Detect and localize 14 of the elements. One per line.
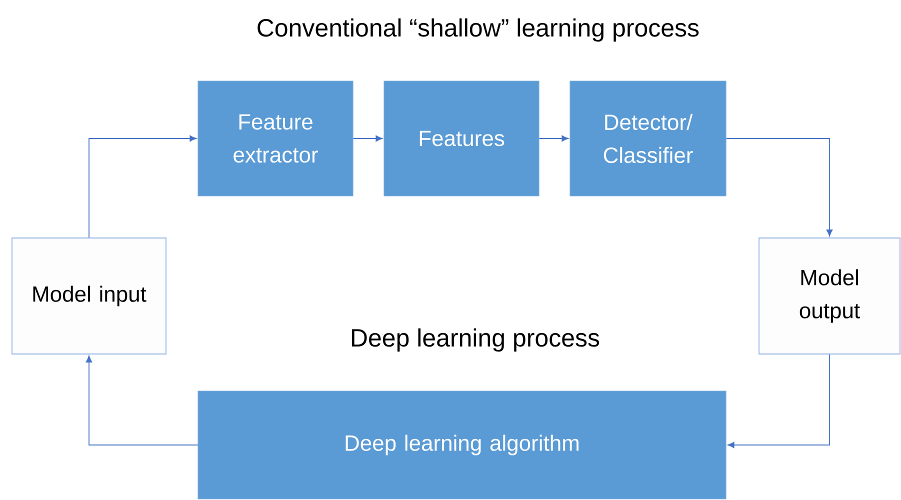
title: Conventional “shallow” learning process — [258, 18, 699, 42]
arrow — [352, 135, 383, 142]
arrow — [88, 135, 197, 238]
input-output-box: Model output — [758, 238, 900, 354]
section-heading: Deep learning process — [352, 328, 600, 352]
arrow — [727, 354, 830, 448]
process-box: Detector/ Classifier — [570, 80, 726, 196]
arrow — [726, 138, 833, 236]
arrow — [86, 356, 198, 446]
process-box: Features — [384, 80, 540, 196]
input-output-box: Model input — [12, 238, 166, 354]
process-box: Deep learning algorithm — [198, 390, 726, 500]
arrow — [538, 135, 569, 142]
process-box: Feature extractor — [198, 80, 354, 196]
